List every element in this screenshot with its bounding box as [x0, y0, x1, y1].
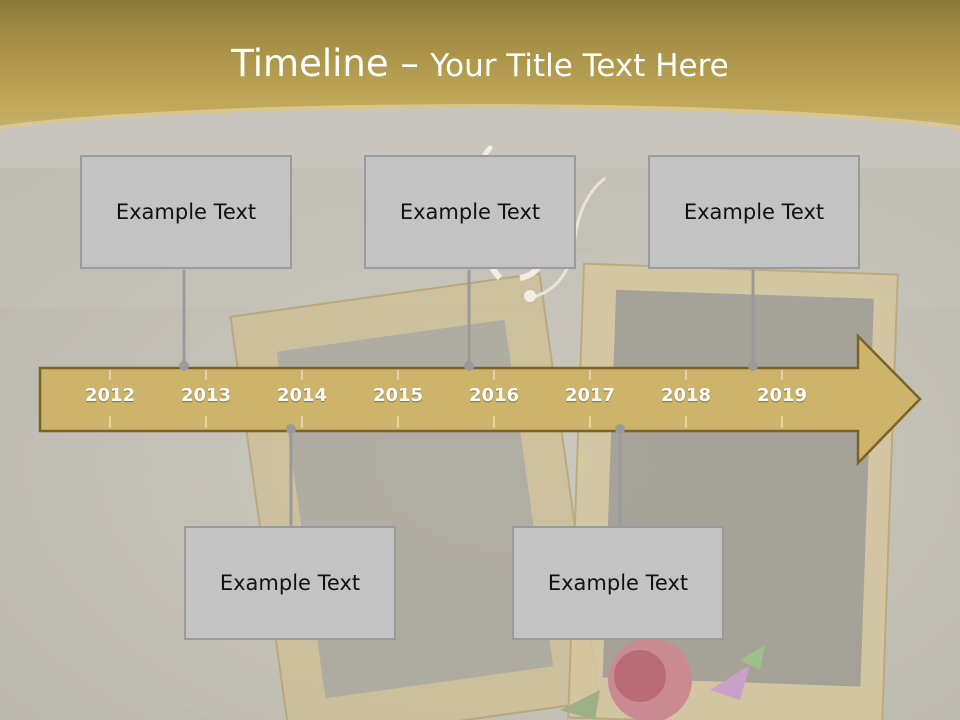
- year-label: 2013: [180, 385, 232, 406]
- year-label: 2015: [372, 385, 424, 406]
- year-label: 2017: [564, 385, 616, 406]
- year-label: 2019: [756, 385, 808, 406]
- title-main: Timeline –: [231, 42, 419, 85]
- year-label: 2014: [276, 385, 328, 406]
- event-box-2016[interactable]: Example Text: [364, 155, 576, 269]
- connector-dot: [748, 361, 758, 371]
- year-label: 2018: [660, 385, 712, 406]
- event-text: Example Text: [547, 571, 689, 595]
- slide-title: Timeline – Your Title Text Here: [0, 42, 960, 85]
- arrow-shape: [38, 332, 922, 467]
- year-label: 2016: [468, 385, 520, 406]
- connector-dot: [615, 424, 625, 434]
- event-text: Example Text: [683, 200, 825, 224]
- event-text: Example Text: [399, 200, 541, 224]
- connector-dot: [286, 424, 296, 434]
- event-box-2014[interactable]: Example Text: [184, 526, 396, 640]
- event-box-2019[interactable]: Example Text: [648, 155, 860, 269]
- title-sub: Your Title Text Here: [430, 48, 729, 84]
- year-label: 2012: [84, 385, 136, 406]
- flower-decoration: [560, 638, 765, 720]
- connector-dot: [179, 361, 189, 371]
- connector-dot: [464, 361, 474, 371]
- event-box-2013[interactable]: Example Text: [80, 155, 292, 269]
- event-text: Example Text: [115, 200, 257, 224]
- event-box-2017[interactable]: Example Text: [512, 526, 724, 640]
- event-text: Example Text: [219, 571, 361, 595]
